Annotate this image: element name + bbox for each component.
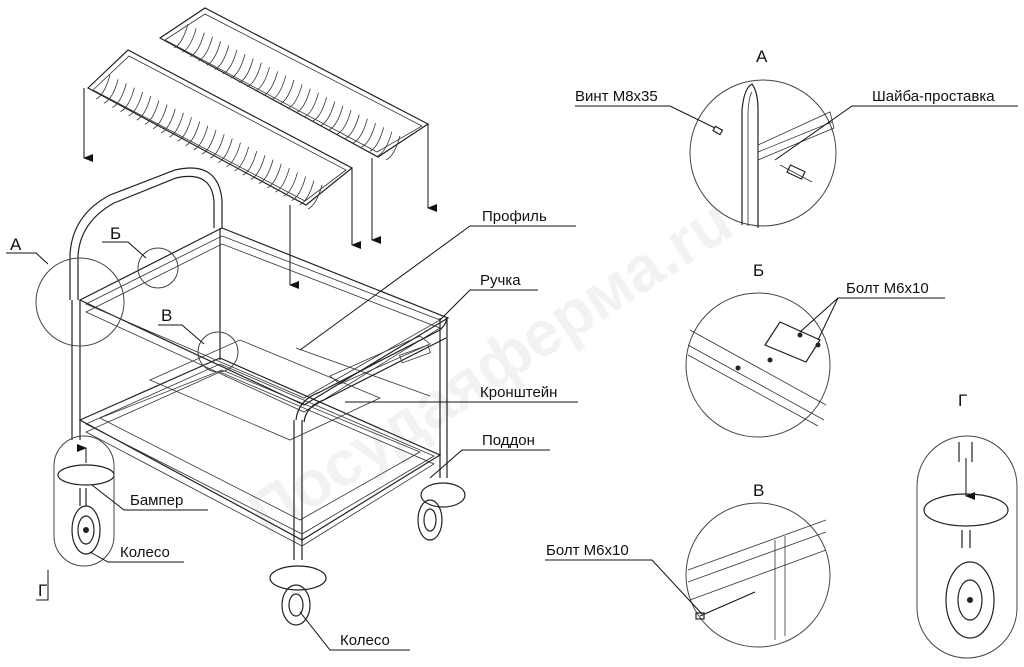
rack-fin	[312, 97, 328, 122]
label-g-main: Г	[38, 581, 48, 600]
rack-fin	[226, 142, 241, 168]
rack-fin	[275, 167, 290, 193]
rack-fin	[218, 138, 233, 163]
detail-v-title: В	[753, 481, 765, 500]
rack-fin	[258, 159, 274, 184]
rack-fin	[169, 112, 184, 138]
rack-fin	[222, 49, 238, 75]
rack-fin	[185, 121, 201, 146]
dish-rack-right	[158, 7, 430, 161]
wheel-front-right	[417, 482, 466, 541]
trolley-frame	[69, 167, 450, 560]
rack-fin	[320, 101, 336, 126]
rack-fin	[328, 105, 344, 131]
detail-g-title: Г	[958, 391, 968, 410]
leader-lines-main	[6, 225, 578, 651]
detail-a	[575, 79, 1018, 228]
rack-fin	[201, 129, 217, 155]
rack-fin	[214, 45, 230, 70]
rack-fin	[296, 88, 311, 113]
wheel-left	[71, 488, 101, 555]
detail-g	[916, 435, 1018, 659]
label-bumper: Бампер	[130, 492, 184, 509]
bumper-left	[57, 444, 115, 486]
rack-fin	[230, 54, 246, 79]
label-wheel-bottom: Колесо	[340, 632, 390, 649]
label-a-main: А	[10, 235, 22, 254]
rack-fin	[287, 84, 303, 109]
rack-fin	[250, 155, 266, 180]
rack-fin	[242, 151, 258, 176]
rack-fin	[193, 125, 209, 151]
rack-fin	[181, 28, 197, 53]
label-profile: Профиль	[482, 208, 547, 225]
rack-fin	[173, 23, 189, 49]
detail-b-title: Б	[753, 261, 765, 280]
detail-a-screw: Винт М8х35	[575, 88, 658, 105]
rack-fin	[95, 74, 111, 100]
rack-fin	[247, 62, 262, 88]
detail-circle-b	[137, 247, 179, 289]
detail-v	[545, 502, 831, 648]
rack-fin	[103, 79, 119, 104]
label-handle: Ручка	[480, 272, 521, 289]
rack-fin	[369, 127, 385, 152]
rack-fin	[198, 36, 213, 62]
rack-fin	[112, 83, 127, 108]
rack-fin	[267, 163, 282, 189]
rack-fin	[190, 32, 205, 57]
detail-b	[685, 292, 945, 438]
rack-fin	[234, 146, 250, 172]
rack-fin	[377, 131, 393, 157]
dish-rack-left	[86, 49, 354, 210]
rack-fin	[206, 41, 222, 66]
rack-fin	[209, 134, 225, 159]
rack-fin	[177, 117, 192, 142]
rack-fin	[304, 92, 319, 118]
rack-fin	[283, 172, 298, 197]
rack-fin	[144, 100, 160, 125]
detail-capsule-g	[53, 435, 115, 567]
rack-fin	[263, 71, 279, 96]
label-tray: Поддон	[482, 432, 535, 449]
rack-fin	[271, 75, 287, 101]
rack-fin	[299, 180, 315, 206]
rack-fin	[255, 66, 270, 92]
label-bracket: Кронштейн	[480, 384, 558, 401]
detail-a-washer: Шайба-проставка	[872, 88, 995, 105]
label-wheel-left: Колесо	[120, 544, 170, 561]
rack-fin	[120, 87, 135, 113]
detail-b-bolt: Болт М6х10	[846, 280, 929, 297]
rack-fin	[136, 96, 152, 121]
rack-fin	[152, 104, 168, 129]
rack-fin	[385, 135, 401, 161]
rack-fin	[353, 118, 368, 144]
rack-fin	[336, 110, 352, 135]
rack-fin	[128, 91, 144, 117]
assembly-arrows	[83, 88, 437, 289]
wheel-front-left	[269, 565, 327, 626]
rack-fin	[361, 122, 376, 148]
rack-fin	[291, 176, 307, 201]
detail-circle-a	[35, 257, 125, 347]
rack-fin	[279, 79, 295, 105]
label-b-main: Б	[110, 224, 122, 243]
rack-fin	[239, 58, 254, 83]
rack-fin	[161, 108, 176, 134]
detail-circle-v	[197, 331, 239, 373]
detail-v-bolt: Болт М6х10	[546, 542, 629, 559]
label-v-main: В	[161, 306, 173, 325]
detail-a-title: А	[756, 47, 768, 66]
rack-fin	[307, 184, 323, 210]
rack-fin	[345, 114, 360, 139]
